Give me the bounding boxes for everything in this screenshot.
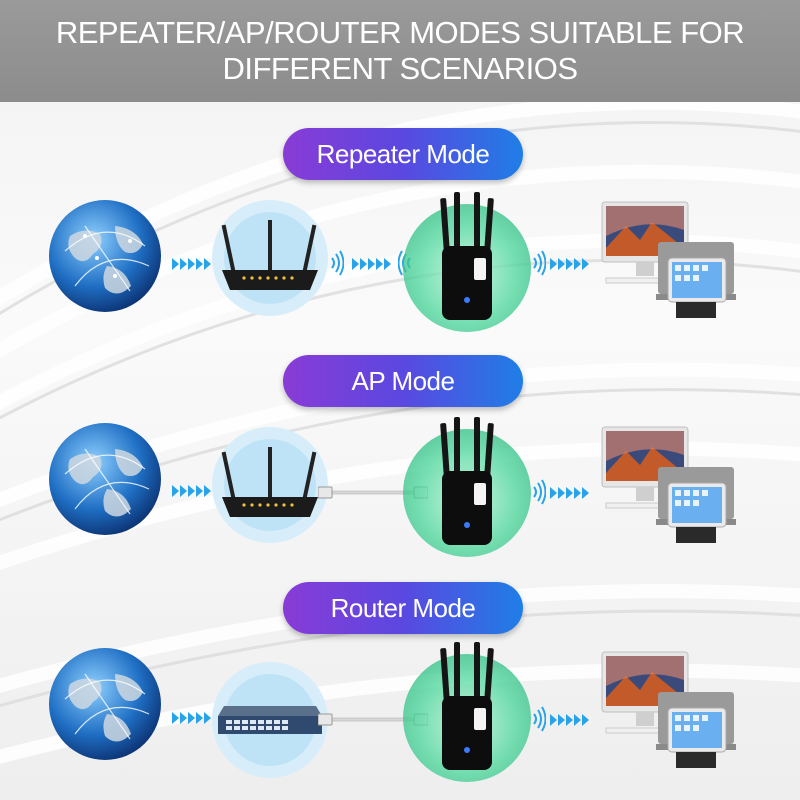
globe-icon <box>49 648 161 760</box>
globe-icon <box>49 200 161 312</box>
wifi-signal-icon <box>533 250 546 276</box>
wifi-signal-icon <box>533 479 546 505</box>
router-icon <box>212 427 328 543</box>
mode-label-router: Router Mode <box>283 582 523 634</box>
router-icon <box>212 200 328 316</box>
title-line-1: REPEATER/AP/ROUTER MODES SUITABLE FOR <box>55 15 745 50</box>
arrow-chain-icon <box>172 485 211 497</box>
monitor-icon <box>601 426 689 509</box>
tablet-icon <box>667 707 727 768</box>
wifi-extender-icon <box>403 642 531 782</box>
ap-mode-row <box>0 405 800 575</box>
repeater-mode-row <box>0 178 800 348</box>
page-header: REPEATER/AP/ROUTER MODES SUITABLE FOR DI… <box>0 0 800 102</box>
globe-icon <box>49 423 161 535</box>
arrow-chain-icon <box>172 712 211 724</box>
arrow-chain-icon <box>550 487 589 499</box>
devices-group <box>601 426 736 543</box>
arrow-chain-icon <box>172 258 211 270</box>
router-mode-row <box>0 632 800 800</box>
tablet-icon <box>667 482 727 543</box>
mode-label-ap: AP Mode <box>283 355 523 407</box>
title-line-2: DIFFERENT SCENARIOS <box>222 51 578 86</box>
tablet-icon <box>667 257 727 318</box>
arrow-chain-icon <box>352 258 391 270</box>
arrow-chain-icon <box>550 714 589 726</box>
wifi-signal-icon <box>331 250 344 276</box>
wifi-extender-icon <box>403 192 531 332</box>
mode-label-repeater: Repeater Mode <box>283 128 523 180</box>
wifi-signal-icon <box>533 706 546 732</box>
arrow-chain-icon <box>550 258 589 270</box>
devices-group <box>601 651 736 768</box>
wifi-extender-icon <box>403 417 531 557</box>
network-switch-icon <box>212 662 328 778</box>
devices-group <box>601 201 736 318</box>
